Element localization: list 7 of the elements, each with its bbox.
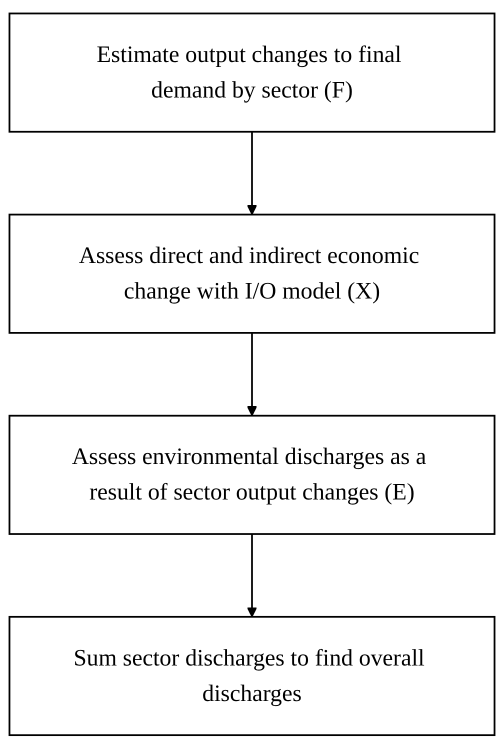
node-box: Estimate output changes to final demand by sector (F) bbox=[8, 12, 496, 132]
node-box: Assess environmental discharges as a result of sector output changes (E) bbox=[8, 414, 496, 535]
arrow bbox=[246, 332, 258, 416]
node-box: Assess direct and indirect economic change with I/O model (X) bbox=[8, 213, 496, 334]
arrow bbox=[246, 131, 258, 215]
node-box: Sum sector discharges to find overall discharges bbox=[8, 616, 496, 736]
arrow bbox=[246, 534, 258, 617]
